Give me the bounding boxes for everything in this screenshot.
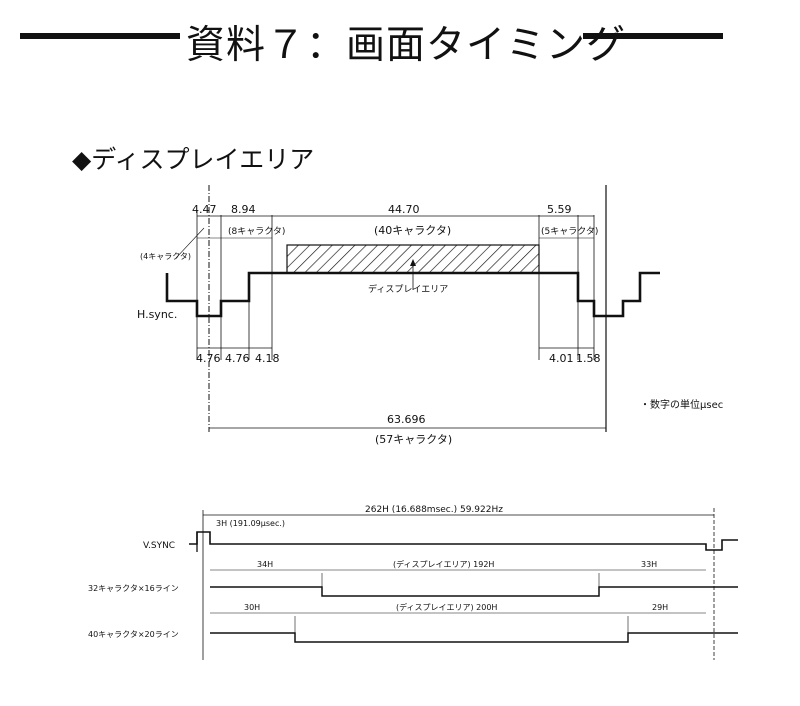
v-row1-dim-2: (ディスプレイエリア) 192H <box>393 559 494 569</box>
h-top-sub-3: (40キャラクタ) <box>374 224 451 237</box>
page-title: 資料７：画面タイミング <box>186 23 627 68</box>
v-sync-waveform <box>189 531 738 551</box>
v-row2-dim-3: 29H <box>652 603 668 612</box>
v-row1-label: 32キャラクタ×16ライン <box>88 584 179 593</box>
h-leader-line <box>175 227 205 259</box>
h-sync-waveform <box>165 271 660 318</box>
v-row1-waveform <box>210 586 738 597</box>
display-area-label: ディスプレイエリア <box>368 283 448 295</box>
h-sync-label: H.sync. <box>137 308 177 321</box>
v-row1-dim-3: 33H <box>641 560 657 569</box>
h-bottom-dim-3: 4.18 <box>255 352 280 365</box>
h-total-sub: (57キャラクタ) <box>375 433 452 446</box>
v-row2-waveform <box>210 632 738 643</box>
h-bottom-dim-2: 4.76 <box>225 352 250 365</box>
h-total-value: 63.696 <box>387 413 426 426</box>
v-frame-label: 262H (16.688msec.) 59.922Hz <box>365 505 503 515</box>
title-bar-right <box>583 33 723 39</box>
unit-note: ・数字の単位μsec <box>640 400 724 411</box>
v-vsync-width-label: 3H (191.09μsec.) <box>216 519 285 528</box>
v-row2-label: 40キャラクタ×20ライン <box>88 630 179 639</box>
v-row1-dim-1: 34H <box>257 560 273 569</box>
h-top-sub-1: (4キャラクタ) <box>140 252 191 261</box>
h-top-sub-4: (5キャラクタ) <box>541 226 598 237</box>
v-sync-label: V.SYNC <box>143 541 175 551</box>
h-bottom-dim-1: 4.76 <box>196 352 221 365</box>
h-timing-diagram: 4.47 8.94 44.70 5.59 (8キャラクタ) (40キャラクタ) … <box>137 185 660 446</box>
h-top-sub-2: (8キャラクタ) <box>228 226 285 237</box>
v-row2-dim-2: (ディスプレイエリア) 200H <box>396 602 497 612</box>
section-heading: ◆ディスプレイエリア <box>72 145 315 174</box>
h-top-dim-2: 8.94 <box>231 203 256 216</box>
display-area-arrowhead <box>410 259 416 266</box>
v-timing-diagram: 262H (16.688msec.) 59.922Hz 3H (191.09μs… <box>88 505 738 660</box>
h-top-dim-4: 5.59 <box>547 203 572 216</box>
h-bottom-dim-5: 1.58 <box>576 352 601 365</box>
v-row2-dim-1: 30H <box>244 603 260 612</box>
h-bottom-dim-4: 4.01 <box>549 352 574 365</box>
h-top-dim-3: 44.70 <box>388 203 420 216</box>
title-bar-left <box>20 33 180 39</box>
h-top-dim-1: 4.47 <box>192 203 217 216</box>
